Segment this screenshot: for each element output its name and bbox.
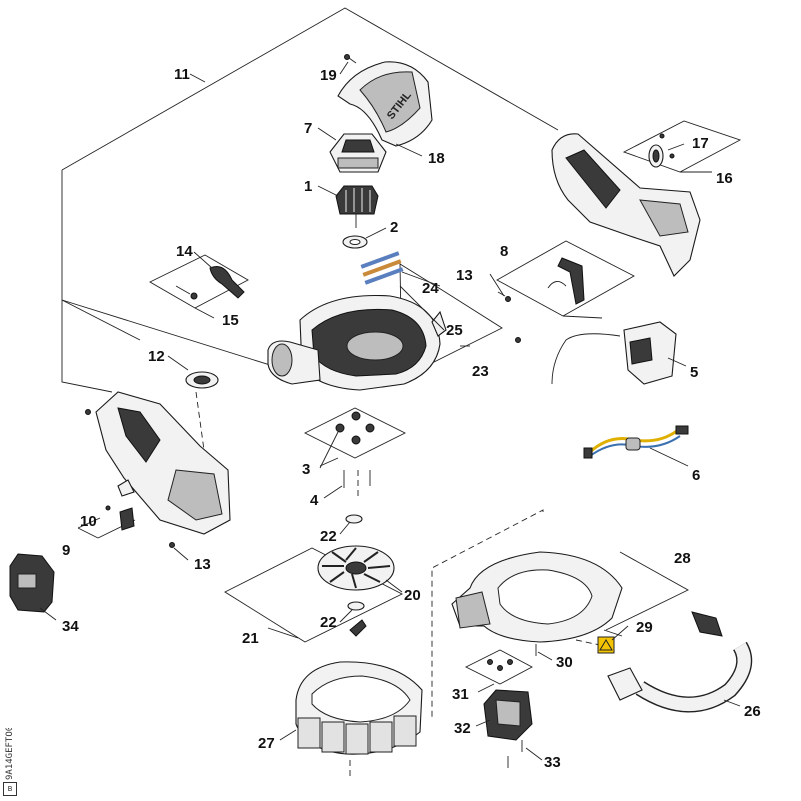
- part-24-springs: [360, 251, 404, 285]
- part-22-washer-bottom: [347, 601, 367, 637]
- part-22-washer-top: [345, 514, 363, 524]
- part-26-hose: [607, 611, 753, 713]
- callout-30: 30: [556, 654, 573, 671]
- callout-13-lower: 13: [194, 556, 211, 573]
- callout-28: 28: [674, 550, 691, 567]
- callout-12: 12: [148, 348, 165, 365]
- part-31-fasteners: [487, 659, 513, 671]
- part-13-screw-small: [515, 337, 521, 343]
- part-13-screw-upper: [497, 291, 511, 302]
- part-7-motor-cap: [329, 133, 387, 173]
- callout-17: 17: [692, 135, 709, 152]
- part-13-screw-lower: [169, 542, 175, 548]
- part-1-motor: [335, 185, 379, 228]
- callout-24: 24: [422, 280, 439, 297]
- part-10-clip: [105, 505, 135, 531]
- part-28-lower-housing: [451, 551, 623, 643]
- assembly-group-28: [603, 551, 689, 637]
- assembly-group-8: [496, 240, 635, 319]
- callout-13-upper: 13: [456, 267, 473, 284]
- part-34-connector: [9, 553, 55, 613]
- callout-32: 32: [454, 720, 471, 737]
- callout-11: 11: [174, 66, 190, 83]
- assembly-group-3: [303, 407, 407, 467]
- callout-9: 9: [62, 542, 70, 559]
- leader-lines: [39, 61, 741, 761]
- callout-6: 6: [692, 467, 700, 484]
- part-32-bracket: [483, 689, 533, 741]
- part-16-handle-right: [551, 133, 701, 277]
- part-18-top-cover: STIHL: [337, 61, 433, 147]
- callout-3: 3: [302, 461, 310, 478]
- callout-23: 23: [472, 363, 489, 380]
- callout-26: 26: [744, 703, 761, 720]
- part-12-grommet: [185, 371, 219, 389]
- callout-2: 2: [390, 219, 398, 236]
- assembly-group-15: [149, 254, 249, 319]
- part-4-screws: [343, 470, 371, 488]
- callout-29: 29: [636, 619, 653, 636]
- part-3-rubber-feet: [335, 411, 375, 445]
- callout-31: 31: [452, 686, 469, 703]
- dashed-guide-lines: [195, 391, 601, 780]
- part-19-screw: [344, 54, 357, 64]
- callout-27: 27: [258, 735, 275, 752]
- part-2-gasket: [342, 235, 368, 249]
- part-8-wiring: [547, 257, 585, 305]
- callout-22-bottom: 22: [320, 614, 337, 631]
- callout-25: 25: [446, 322, 463, 339]
- callout-5: 5: [690, 364, 698, 381]
- part-33-screws: [507, 740, 523, 768]
- callout-7: 7: [304, 120, 312, 137]
- callout-20: 20: [404, 587, 421, 604]
- callout-15: 15: [222, 312, 239, 329]
- assembly-group-11: [61, 7, 559, 393]
- assembly-group-21: [224, 547, 404, 643]
- part-17-knob: [648, 133, 675, 168]
- part-29-warning-label: [597, 636, 615, 654]
- part-23-blower-housing: [267, 294, 447, 391]
- callout-21: 21: [242, 630, 259, 647]
- callout-16: 16: [716, 170, 733, 187]
- part-6-cable: [583, 425, 689, 459]
- callout-33: 33: [544, 754, 561, 771]
- callout-14: 14: [176, 243, 193, 260]
- part-5-switch: [551, 321, 677, 385]
- part-14-trigger: [175, 266, 245, 300]
- part-27-band: [295, 661, 423, 755]
- callout-4: 4: [310, 492, 319, 509]
- callout-8: 8: [500, 243, 508, 260]
- callout-22-top: 22: [320, 528, 337, 545]
- assembly-group-31: [464, 649, 533, 693]
- callout-1: 1: [304, 178, 312, 195]
- document-code-text: 9A14GEFTO00: [5, 728, 15, 780]
- assembly-group-16: [622, 120, 742, 173]
- part-20-fan: [317, 545, 395, 591]
- callout-18: 18: [428, 150, 445, 167]
- callout-34: 34: [62, 618, 79, 635]
- callout-numbers: 11 19 7 18 1 2 14 15 17 16 8 13 24 25 23…: [62, 66, 761, 771]
- document-marker: B: [3, 782, 17, 796]
- callout-10: 10: [80, 513, 97, 530]
- part-11-handle-left: [85, 391, 231, 535]
- callout-19: 19: [320, 67, 337, 84]
- document-code: 9A14GEFTO00: [5, 728, 15, 780]
